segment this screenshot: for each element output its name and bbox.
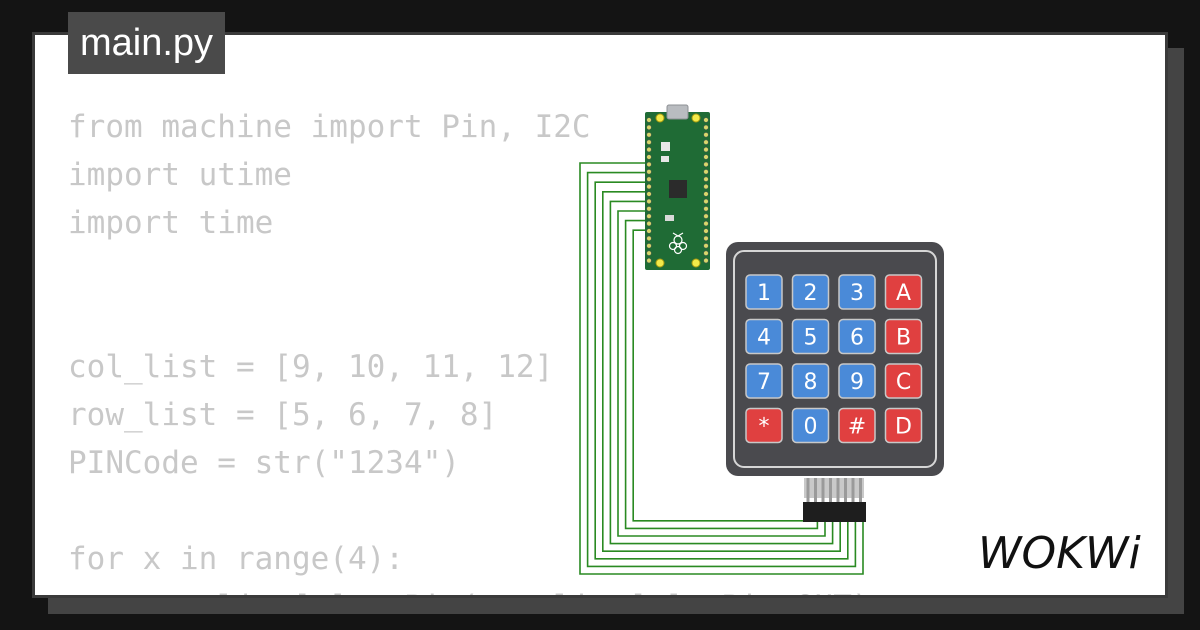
keypad-key[interactable]: D [884,407,923,444]
keypad-key[interactable]: A [884,274,923,310]
code-line: import time [68,205,274,241]
code-line: PINCode = str("1234") [68,445,460,481]
keypad-key-label: 6 [850,326,864,351]
wire [617,210,826,537]
raspberry-logo-icon [668,232,688,255]
code-line: row_list = [5, 6, 7, 8] [68,397,498,433]
keypad-key[interactable]: 3 [838,274,876,310]
wokwi-logo-icon: WOKWi [978,528,1141,578]
project-preview-card: from machine import Pin, I2C import utime… [32,32,1168,598]
code-line: import utime [68,157,292,193]
code-line: row_list[x] = Pin(row_list[x], Pin.OUT) [68,583,871,595]
raspberry-pi-pico-board[interactable] [645,104,710,270]
keypad-key[interactable]: 1 [745,274,783,310]
code-line: for x in range(4): [68,541,404,577]
keypad-key-label: C [896,370,911,395]
code-editor[interactable]: from machine import Pin, I2C import utime… [68,103,871,595]
pico-pin-headers [646,117,709,264]
keypad-key-label: 3 [850,281,864,306]
keypad-key-label: # [848,415,866,440]
keypad-key[interactable]: # [838,407,876,444]
wokwi-logo-text: WOKWi [978,528,1141,578]
keypad-key-label: 7 [757,370,771,395]
keypad-key[interactable]: 4 [745,318,783,355]
wire [624,219,819,530]
keypad-key[interactable]: 8 [791,363,830,399]
membrane-keypad-4x4[interactable]: 1 2 3 A 4 5 6 B 7 8 9 C * 0 # D [726,242,944,522]
keypad-key-label: 5 [804,326,818,351]
code-line: from machine import Pin, I2C [68,109,591,145]
keypad-key-label: 0 [804,415,818,440]
keypad-key[interactable]: 6 [838,318,876,355]
keypad-key-label: 2 [804,281,818,306]
keypad-key[interactable]: 5 [791,318,830,355]
usb-connector-icon [666,104,689,120]
keypad-key-label: B [896,326,911,351]
wire [586,171,857,568]
keypad-keys[interactable]: 1 2 3 A 4 5 6 B 7 8 9 C * 0 # D [745,274,923,444]
keypad-key-label: * [759,415,770,440]
keypad-key[interactable]: 2 [791,274,830,310]
keypad-key[interactable]: 7 [745,363,783,399]
rp2040-chip-icon [669,180,687,198]
wire [594,181,849,560]
keypad-key[interactable]: C [884,363,923,399]
filename-tab[interactable]: main.py [68,12,226,74]
keypad-key-label: 1 [757,281,771,306]
wire-bundle [579,162,864,575]
wire [609,200,834,545]
keypad-key[interactable]: B [884,318,923,355]
wire [579,162,864,575]
keypad-key-label: 9 [850,370,864,395]
keypad-key-label: 8 [804,370,818,395]
code-line: col_list = [9, 10, 11, 12] [68,349,554,385]
keypad-connector [803,478,866,522]
keypad-key[interactable]: * [745,407,783,444]
keypad-key-label: A [896,281,911,306]
keypad-key-label: 4 [757,326,771,351]
keypad-key[interactable]: 9 [838,363,876,399]
keypad-key-label: D [895,415,912,440]
keypad-key[interactable]: 0 [791,407,830,444]
wire [602,191,841,552]
